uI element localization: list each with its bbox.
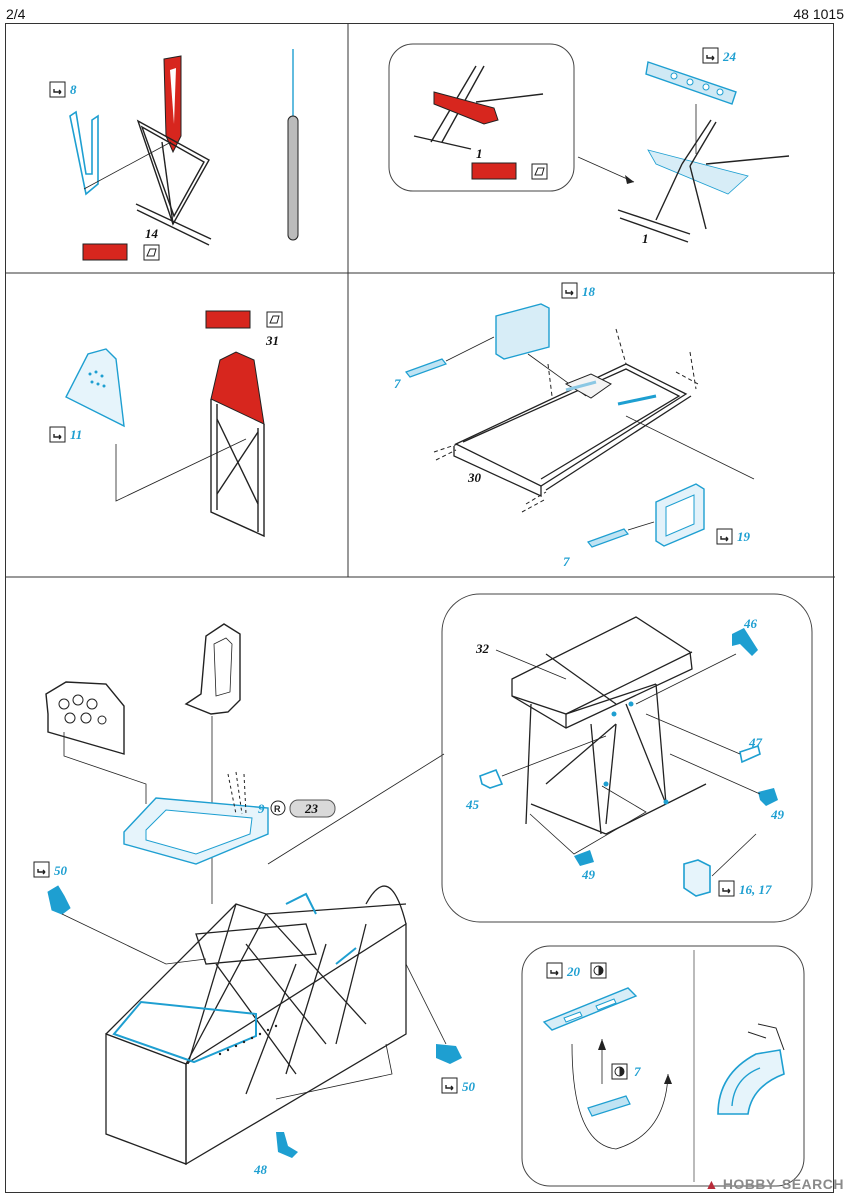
part-label-11: 11 [70, 427, 82, 442]
part-label-20: 20 [566, 964, 581, 979]
step-panel-1: 8 14 [49, 49, 299, 261]
detail-box-mount [441, 593, 813, 923]
part-label-1b: 1 [642, 231, 649, 246]
etched-part-50b [436, 1044, 462, 1064]
etched-part-16-17 [683, 859, 711, 897]
page-number: 2/4 [6, 6, 26, 22]
paint-swatch [82, 243, 128, 261]
part-label-32: 32 [475, 641, 490, 656]
etched-part-49b [758, 788, 778, 806]
etched-box-18 [495, 303, 550, 360]
check-icon [33, 861, 50, 878]
fold-icon [531, 163, 548, 180]
detail-box [388, 43, 575, 192]
part-label-46: 46 [743, 616, 758, 631]
part-label-19: 19 [737, 529, 751, 544]
etched-buckle [717, 1049, 785, 1115]
etched-part-7c [587, 1095, 631, 1117]
part-label-45: 45 [465, 797, 480, 812]
etched-part-47 [739, 744, 761, 764]
painted-panel-31 [210, 351, 265, 425]
detail-box-belts [521, 945, 805, 1187]
check-icon [441, 1077, 458, 1094]
check-icon [49, 426, 66, 443]
etched-part-7a [405, 358, 447, 378]
step-panel-3: 31 11 [49, 310, 283, 538]
etched-part-7b [587, 528, 629, 548]
check-icon [561, 282, 578, 299]
part-label-18: 18 [582, 284, 596, 299]
etched-part-50a [47, 885, 71, 915]
part-label-31: 31 [265, 333, 279, 348]
etched-part-49a [574, 850, 594, 866]
part-label-50b: 50 [462, 1079, 476, 1094]
check-icon [49, 81, 66, 98]
seat [184, 623, 241, 715]
paint-swatch [205, 310, 251, 329]
product-code: 48 1015 [793, 6, 844, 22]
part-label-30: 30 [467, 470, 482, 485]
part-label-23: 23 [304, 801, 319, 816]
etched-part-20 [542, 987, 638, 1031]
fuselage [105, 885, 407, 1166]
fold-icon [266, 311, 283, 328]
part-label-49a: 49 [581, 867, 596, 882]
engine-mount [511, 616, 707, 835]
etched-part-8 [69, 110, 99, 196]
check-icon [716, 528, 733, 545]
part-label-8: 8 [70, 82, 77, 97]
instruction-drawing: 8 14 [6, 24, 835, 1187]
part-label-7c: 7 [634, 1064, 641, 1079]
part-label-48: 48 [253, 1162, 268, 1177]
rod [287, 115, 299, 241]
part-label-7a: 7 [394, 376, 401, 391]
check-icon [702, 47, 719, 64]
stand-frame [135, 119, 212, 246]
step-panel-2: 1 24 1 [388, 43, 790, 246]
instruction-frame: 8 14 [5, 23, 835, 1193]
step-panel-5: 9 R 23 50 [33, 593, 813, 1187]
check-icon [718, 880, 735, 897]
etched-part-48 [276, 1132, 298, 1158]
part-label-7b: 7 [563, 554, 570, 569]
hobby-logo-icon: ▲ [704, 1176, 719, 1192]
part-label-1a: 1 [476, 146, 483, 161]
tray-30 [453, 363, 692, 498]
step-panel-4: 18 7 30 [394, 282, 755, 569]
part-label-14: 14 [145, 226, 159, 241]
svg-text:R: R [274, 804, 281, 814]
painted-part [163, 55, 182, 154]
paint-swatch [471, 162, 517, 180]
fold-icon [143, 244, 160, 261]
check-icon [546, 962, 563, 979]
etched-part-46 [732, 628, 758, 656]
part-label-49b: 49 [770, 807, 785, 822]
part-label-16-17: 16, 17 [739, 882, 772, 897]
part-label-50a: 50 [54, 863, 68, 878]
part-label-9: 9 [258, 801, 265, 816]
etched-part-45 [479, 768, 504, 789]
etched-part-11 [65, 348, 125, 428]
circle-r-icon [270, 800, 286, 816]
part-label-24: 24 [722, 49, 737, 64]
